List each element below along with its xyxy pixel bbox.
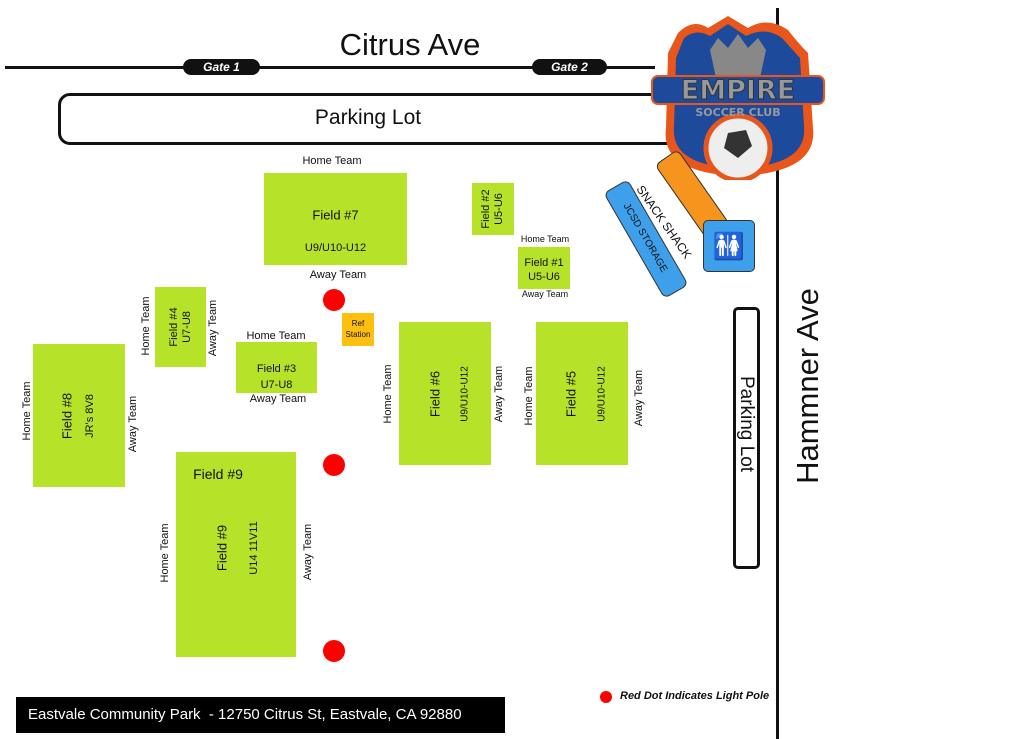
parking-lot-north-label: Parking Lot [314, 106, 422, 129]
home-team-label: Home Team [302, 155, 362, 167]
restroom-icon: 🚻 [703, 220, 755, 272]
empire-soccer-club-logo: EMPIRE SOCCER CLUB [651, 16, 825, 180]
field-7: Field #7 U9/U10-U12 [264, 173, 407, 265]
ref-station: Ref Station [342, 313, 374, 346]
field-age: U14 11V11 [248, 521, 260, 575]
field-3: Field #3 U7-U8 [236, 342, 317, 393]
away-team-label: Away Team [493, 365, 505, 423]
home-team-label: Home Team [382, 364, 394, 424]
light-pole [323, 640, 345, 662]
field-age: U5-U6 [528, 271, 560, 283]
street-citrus-ave: Citrus Ave [339, 27, 481, 62]
street-hammner-ave: Hammner Ave [790, 288, 825, 484]
gate-1: Gate 1 [183, 59, 260, 75]
away-team-label: Away Team [207, 299, 219, 357]
parking-lot-east [733, 307, 760, 569]
home-team-label: Home Team [246, 330, 306, 342]
field-name: Field #3 [256, 363, 297, 375]
field-name: Field #9 [214, 524, 230, 572]
field-name: Field #8 [59, 392, 75, 439]
away-team-label: Away Team [633, 369, 645, 427]
away-team-label: Away Team [249, 393, 307, 405]
legend-text: Red Dot Indicates Light Pole [620, 690, 770, 702]
home-team-label: Home Team [159, 523, 171, 583]
field-name: Field #5 [563, 370, 579, 417]
field-name: Field #1 [524, 257, 564, 269]
field-name: Field #7 [312, 207, 359, 223]
home-team-label: Home Team [523, 366, 535, 426]
ref-station-label-2: Station [345, 330, 371, 339]
away-team-label: Away Team [309, 269, 367, 281]
home-team-label: Home Team [21, 381, 33, 441]
ref-station-label: Ref [351, 319, 365, 328]
away-team-label: Away Team [521, 289, 569, 299]
field-6: Field #6 U9/U10-U12 [399, 322, 491, 465]
home-team-label: Home Team [140, 296, 152, 356]
legend-red-dot-icon [600, 691, 612, 703]
field-9: Field #9 Field #9 U14 11V11 [176, 452, 296, 657]
field-age: U7-U8 [260, 379, 293, 391]
field-age: U9/U10-U12 [304, 242, 367, 254]
field-1: Field #1 U5-U6 [518, 247, 570, 289]
field-title: Field #9 [193, 466, 243, 482]
field-age: U9/U10-U12 [596, 365, 608, 422]
away-team-label: Away Team [127, 395, 139, 453]
field-8: Field #8 JR's 8V8 [33, 344, 125, 487]
light-pole [323, 454, 345, 476]
field-5: Field #5 U9/U10-U12 [536, 322, 628, 465]
parking-lot-east-label: Parking Lot [736, 375, 757, 473]
field-name: Field #6 [427, 370, 443, 417]
field-age: JR's 8V8 [84, 393, 96, 438]
park-address-banner: Eastvale Community Park - 12750 Citrus S… [16, 697, 505, 733]
light-pole [323, 289, 345, 311]
hammner-road-line [776, 8, 779, 739]
logo-text: EMPIRE [681, 75, 795, 106]
svg-text:SOCCER CLUB: SOCCER CLUB [695, 106, 780, 119]
gate-2: Gate 2 [532, 59, 607, 75]
citrus-road-line [5, 66, 655, 69]
home-team-label: Home Team [520, 234, 570, 244]
away-team-label: Away Team [302, 523, 314, 581]
field-age: U9/U10-U12 [459, 365, 471, 422]
